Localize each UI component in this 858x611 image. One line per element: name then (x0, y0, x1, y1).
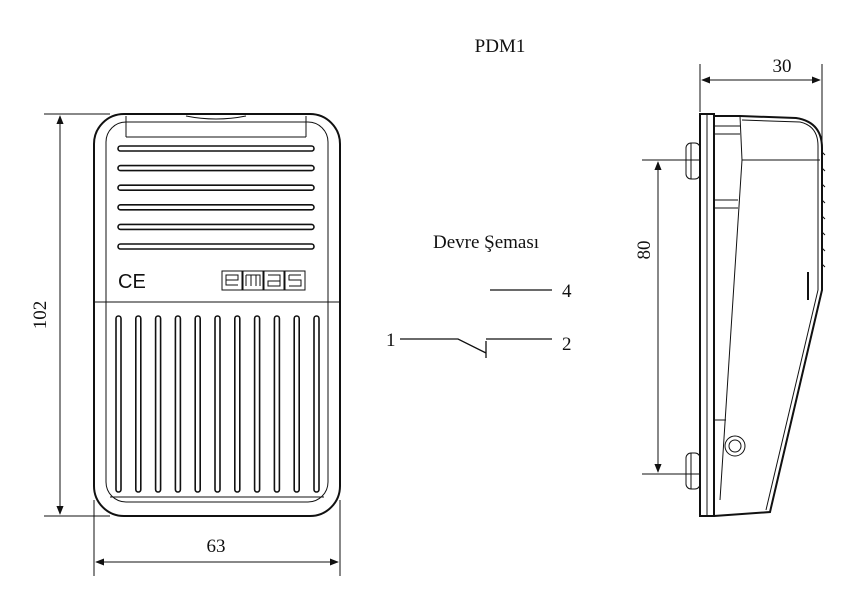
bottom-slot (135, 315, 142, 493)
front-body-inner (105, 121, 329, 503)
schematic-title: Devre Şeması (433, 232, 539, 253)
mount-spacing-dimension: 80 (634, 159, 700, 475)
bottom-slot (154, 315, 162, 493)
pedal-body (713, 115, 823, 517)
top-slat (117, 204, 315, 211)
terminal-1: 1 (386, 330, 396, 351)
side-view (685, 113, 826, 517)
bottom-slot (115, 315, 122, 493)
top-slat (117, 223, 315, 231)
width-dimension-label: 63 (207, 536, 226, 557)
bottom-slot (214, 315, 221, 493)
drawing-title: PDM1 (475, 36, 526, 57)
bottom-slot (253, 315, 261, 493)
top-slat (117, 164, 315, 172)
bottom-slots (115, 315, 320, 493)
bottom-slot (234, 315, 241, 493)
bottom-slot (313, 315, 320, 493)
mount-spacing-label: 80 (634, 241, 655, 260)
bottom-slot (293, 315, 301, 493)
bottom-foot (685, 452, 701, 490)
bottom-slot (273, 315, 281, 493)
top-slat (117, 243, 315, 250)
ce-mark: CE (118, 271, 146, 293)
width-dimension: 63 (93, 500, 341, 576)
cable-gland (724, 435, 746, 457)
depth-dimension-label: 30 (773, 56, 792, 77)
terminal-4: 4 (562, 281, 572, 302)
front-body-outline (93, 113, 341, 517)
height-dimension-label: 102 (30, 301, 51, 330)
bottom-slot (194, 315, 201, 493)
top-slat (117, 145, 315, 152)
brand-logo: emas (221, 270, 306, 311)
depth-dimension: 30 (699, 56, 823, 146)
height-dimension: 102 (30, 113, 110, 517)
top-slat (117, 184, 315, 191)
front-view: CE emas (93, 113, 341, 517)
top-slats (117, 145, 315, 250)
front-top-tab (125, 115, 307, 138)
circuit-schematic: Devre Şeması 4 1 2 (386, 232, 572, 358)
top-foot (685, 142, 701, 180)
brand-name: emas (263, 309, 266, 311)
terminal-2: 2 (562, 334, 572, 355)
bottom-slot (174, 315, 182, 493)
